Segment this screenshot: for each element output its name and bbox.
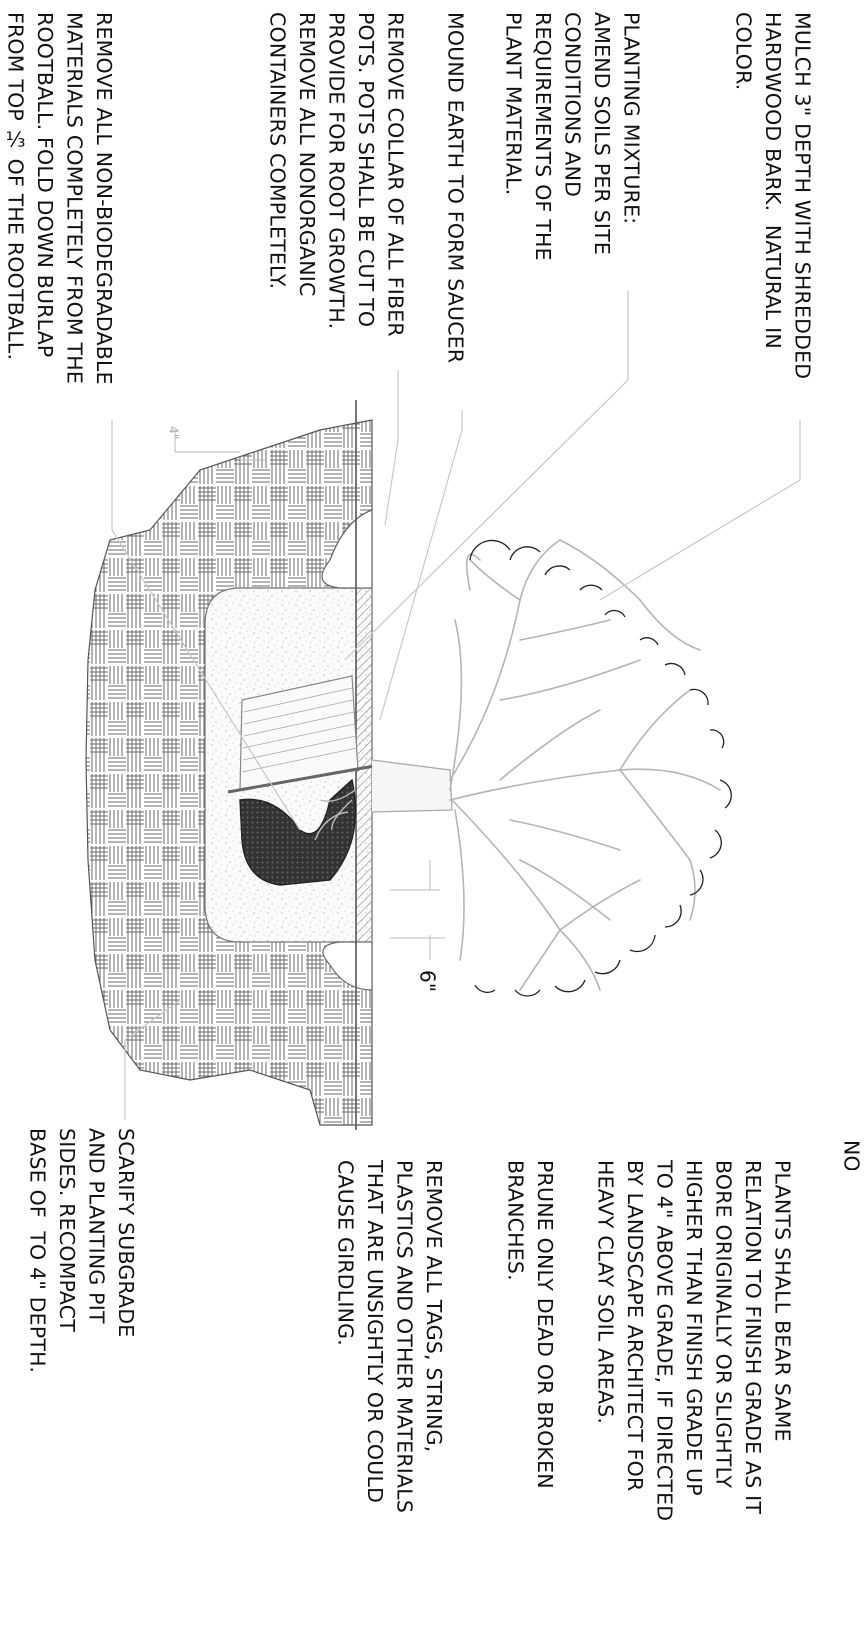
note-grade-relation: PLANTS SHALL BEAR SAME RELATION TO FINIS… (593, 1160, 795, 1522)
root-ball (239, 778, 357, 886)
callout-planting-mixture: PLANTING MIXTURE: AMEND SOILS PER SITE C… (501, 12, 644, 261)
tree-trunk (371, 759, 453, 813)
canopy-outline (469, 539, 732, 997)
callout-remove-nonbiodegradable: REMOVE ALL NON-BIODEGRADABLE MATERIALS C… (3, 12, 117, 385)
callout-scarify-subgrade: SCARIFY SUBGRADE AND PLANTING PIT SIDES.… (25, 1128, 139, 1374)
saucer-mound-top (321, 509, 373, 589)
note-prune: PRUNE ONLY DEAD OR BROKEN BRANCHES. (503, 1160, 558, 1489)
tree-canopy (449, 539, 721, 991)
saucer-mound-bottom (322, 941, 373, 991)
callout-remove-collar: REMOVE COLLAR OF ALL FIBER POTS. POTS SH… (265, 12, 408, 337)
dim-grade: 4" (166, 426, 181, 440)
notes-header: NOTE: (836, 1140, 866, 1170)
callout-mulch: MULCH 3" DEPTH WITH SHREDDED HARDWOOD BA… (731, 12, 815, 380)
leader-lines (111, 290, 801, 1120)
note-remove-tags: REMOVE ALL TAGS, STRING, PLASTICS AND OT… (333, 1160, 447, 1514)
dim-saucer-height: 6" (415, 970, 440, 993)
callout-mound-earth: MOUND EARTH TO FORM SAUCER (443, 12, 468, 364)
